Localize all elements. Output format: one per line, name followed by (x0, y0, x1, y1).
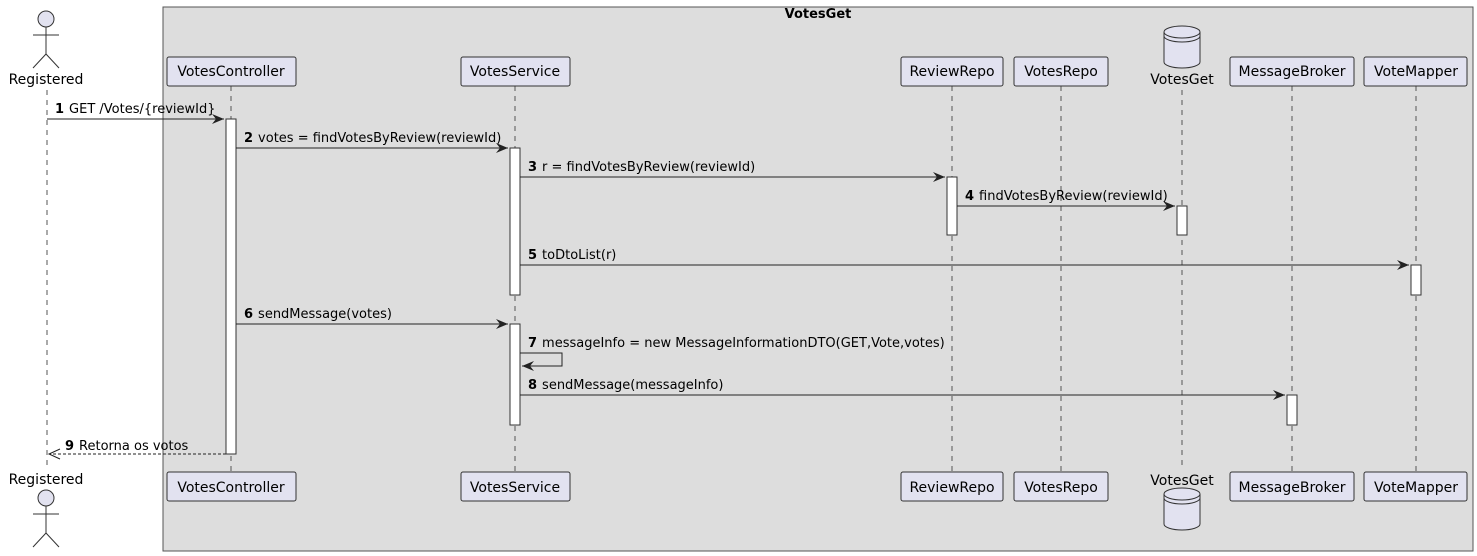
actor-icon-bottom (32, 489, 60, 548)
message-5: 5 toDtoList(r) (520, 248, 1409, 270)
participant-service-top: VotesService (460, 56, 571, 87)
message-text: sendMessage(messageInfo) (542, 378, 723, 393)
participant-label: ReviewRepo (909, 64, 994, 80)
participant-label: MessageBroker (1239, 64, 1346, 80)
activation-mapper (1410, 264, 1422, 296)
message-number: 9 (65, 439, 74, 454)
message-text: toDtoList(r) (542, 248, 616, 263)
message-text: Retorna os votos (79, 439, 189, 454)
activation-service-1 (509, 147, 521, 296)
message-2: 2 votes = findVotesByReview(reviewId) (236, 131, 508, 153)
actor-label-bottom: Registered (9, 472, 84, 488)
svg-text:3r = findVotesByReview(reviewI: 3 r = findVotesByReview(reviewId) (528, 160, 755, 175)
box-votesget (162, 6, 1474, 552)
message-number: 4 (965, 189, 974, 204)
participant-label: VotesService (470, 64, 560, 80)
message-4: 4 findVotesByReview(reviewId) (957, 189, 1175, 211)
message-number: 8 (528, 378, 537, 393)
participant-mapper-bottom: VoteMapper (1363, 471, 1468, 502)
database-label: VotesGet (1150, 72, 1214, 88)
message-number: 1 (55, 102, 64, 117)
participant-controller-bottom: VotesController (166, 471, 297, 502)
participant-reviewrepo-bottom: ReviewRepo (900, 471, 1004, 502)
message-text: GET /Votes/{reviewId} (69, 102, 215, 117)
participant-label: VoteMapper (1374, 480, 1458, 496)
message-text: sendMessage(votes) (258, 307, 392, 322)
participant-mapper-top: VoteMapper (1363, 56, 1468, 87)
database-votesget-bottom: VotesGet (1150, 473, 1214, 531)
participant-label: VoteMapper (1374, 64, 1458, 80)
message-9: 9 Retorna os votos (47, 439, 226, 460)
message-number: 7 (528, 336, 537, 351)
participant-reviewrepo-top: ReviewRepo (900, 56, 1004, 87)
participant-label: VotesService (470, 480, 560, 496)
participant-votesrepo-top: VotesRepo (1013, 56, 1109, 87)
message-7: 7 messageInfo = new MessageInformationDTO… (520, 336, 945, 371)
participant-broker-top: MessageBroker (1229, 56, 1355, 87)
box-title: VotesGet (785, 7, 852, 22)
activation-broker (1286, 394, 1298, 426)
message-1: 1 GET /Votes/{reviewId} (47, 102, 224, 124)
activation-db (1176, 205, 1188, 236)
activation-controller (225, 118, 237, 455)
activation-service-2 (509, 323, 521, 426)
message-8: 8 sendMessage(messageInfo) (520, 378, 1285, 400)
participant-label: VotesController (177, 64, 285, 80)
participant-votesrepo-bottom: VotesRepo (1013, 471, 1109, 502)
message-number: 2 (244, 131, 253, 146)
participant-label: VotesRepo (1024, 480, 1098, 496)
message-number: 3 (528, 160, 537, 175)
activation-reviewrepo (946, 176, 958, 236)
actor-icon-top (32, 10, 60, 69)
participant-controller-top: VotesController (166, 56, 297, 87)
message-3: 3 r = findVotesByReview(reviewId) (520, 160, 945, 182)
participant-label: MessageBroker (1239, 480, 1346, 496)
participant-label: VotesRepo (1024, 64, 1098, 80)
message-text: votes = findVotesByReview(reviewId) (258, 131, 501, 146)
participant-label: VotesController (177, 480, 285, 496)
database-votesget-top: VotesGet (1150, 25, 1214, 88)
message-text: r = findVotesByReview(reviewId) (542, 160, 755, 175)
message-6: 6 sendMessage(votes) (236, 307, 508, 329)
actor-label-top: Registered (9, 72, 84, 88)
database-label: VotesGet (1150, 473, 1214, 489)
participant-label: ReviewRepo (909, 480, 994, 496)
message-text: findVotesByReview(reviewId) (979, 189, 1168, 204)
participant-service-bottom: VotesService (460, 471, 571, 502)
message-text: messageInfo = new MessageInformationDTO(… (542, 336, 945, 351)
participant-broker-bottom: MessageBroker (1229, 471, 1355, 502)
message-number: 6 (244, 307, 253, 322)
message-number: 5 (528, 248, 537, 263)
